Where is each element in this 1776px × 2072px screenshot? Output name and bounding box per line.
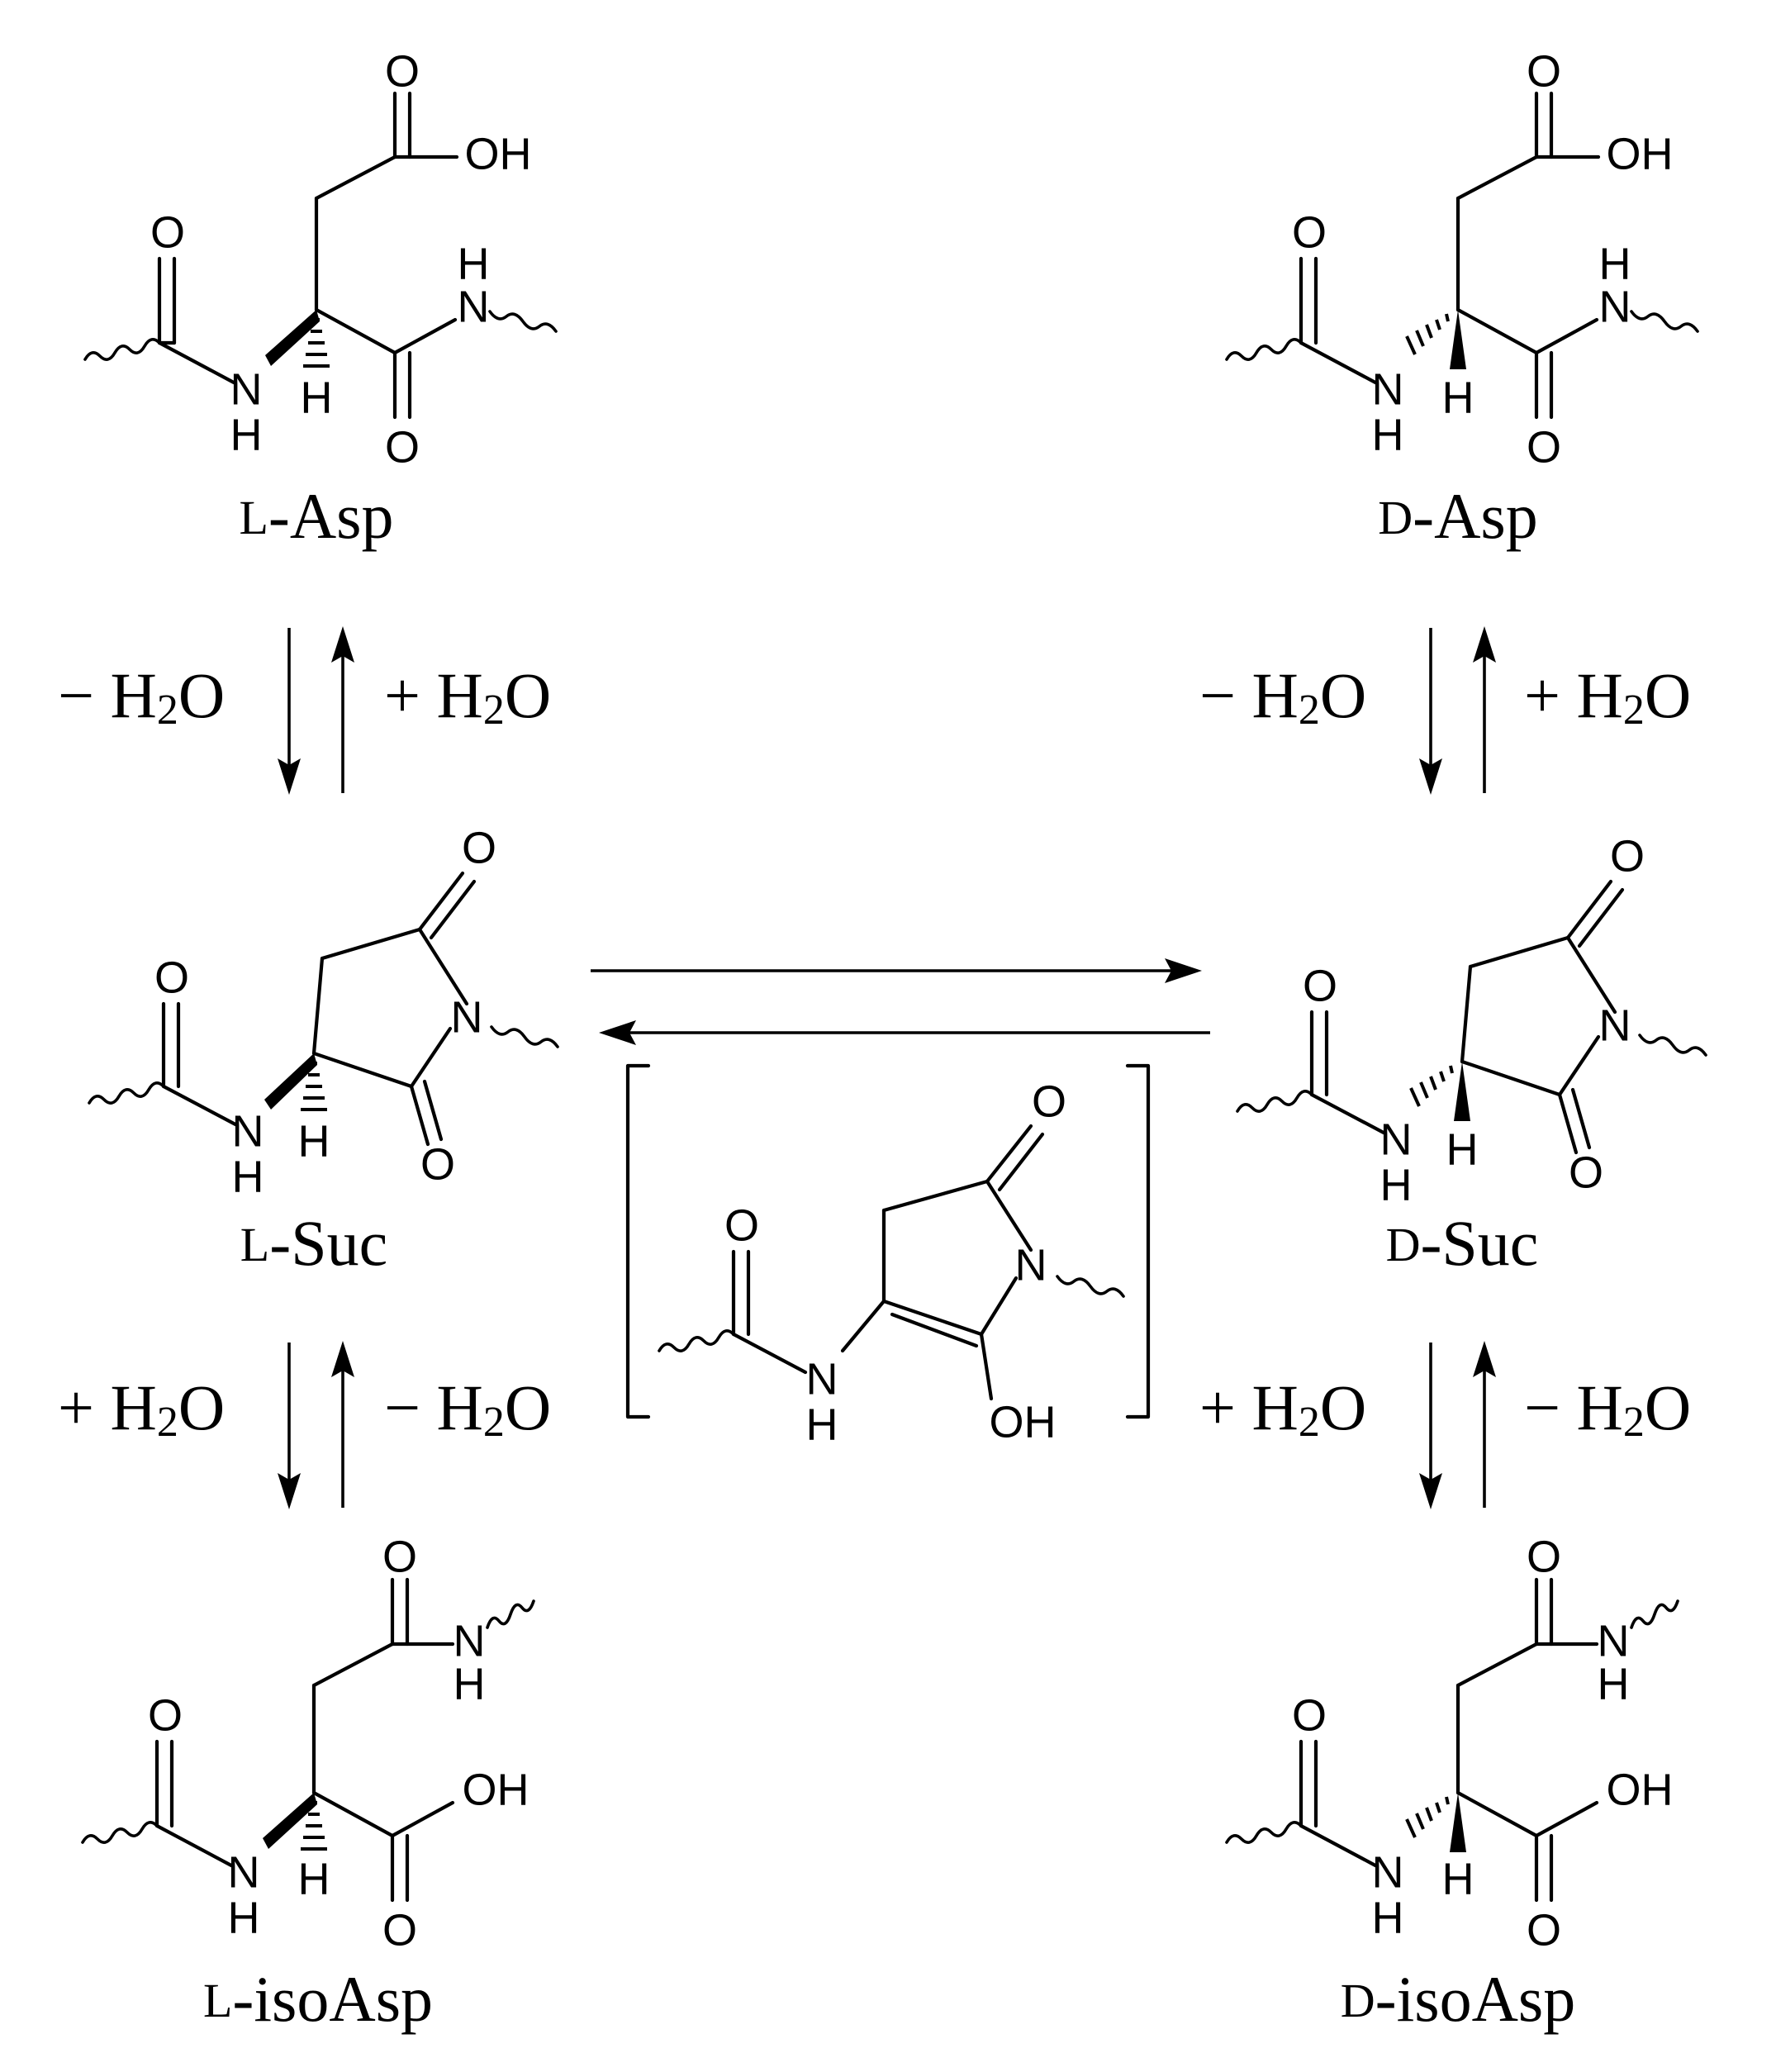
atom-h: H	[1446, 1124, 1479, 1174]
label-l-isoasp: L-isoAsp	[203, 1963, 433, 2035]
atom-o: O	[385, 422, 420, 472]
condition-minus-water: − H2O	[1199, 659, 1366, 734]
atom-o: O	[1292, 207, 1327, 257]
atom-h: H	[458, 239, 490, 288]
atom-o: O	[382, 1532, 417, 1581]
label-d-asp: D-Asp	[1378, 480, 1538, 552]
atom-h: H	[232, 1152, 264, 1201]
atom-oh: OH	[1607, 129, 1674, 178]
atom-h: H	[453, 1659, 486, 1708]
equilibrium-arrow-d-asp-suc	[1419, 626, 1496, 795]
atom-n: N	[1598, 1616, 1630, 1666]
atom-h: H	[298, 1116, 330, 1166]
bracket-right	[1125, 1063, 1151, 1419]
label-l-asp: L-Asp	[239, 480, 393, 552]
condition-plus-water: + H2O	[58, 1371, 225, 1446]
atom-o: O	[1527, 1905, 1561, 1955]
atom-n: N	[1599, 282, 1631, 331]
atom-n: N	[458, 282, 490, 331]
atom-o: O	[724, 1200, 759, 1250]
atom-n: N	[232, 1106, 264, 1156]
atom-h: H	[301, 373, 333, 422]
atom-h: H	[1442, 373, 1474, 422]
condition-plus-water: + H2O	[1199, 1371, 1366, 1446]
atom-n: N	[1380, 1114, 1413, 1164]
atom-h: H	[298, 1854, 330, 1903]
atom-o: O	[382, 1905, 417, 1955]
atom-o: O	[150, 207, 185, 257]
atom-h: H	[230, 410, 263, 459]
intermediate-brackets	[625, 1063, 1151, 1419]
d-isoasp-structure: O N H H O OH O N H	[1225, 1532, 1679, 1955]
atom-n: N	[451, 992, 483, 1042]
atom-oh: OH	[1607, 1765, 1674, 1814]
atom-oh: OH	[465, 129, 532, 178]
atom-o: O	[1527, 422, 1561, 472]
l-isoasp-structure: O N H H O OH O N H	[81, 1532, 535, 1955]
atom-h: H	[1599, 239, 1631, 288]
atom-n: N	[1015, 1240, 1047, 1290]
atom-oh: OH	[463, 1765, 529, 1814]
label-l-suc: L-Suc	[240, 1207, 387, 1279]
atom-n: N	[228, 1847, 260, 1897]
atom-h: H	[1372, 1893, 1404, 1942]
atom-n: N	[1372, 1847, 1404, 1897]
equilibrium-arrow-l-suc-isoasp	[278, 1341, 354, 1509]
atom-n: N	[453, 1616, 486, 1666]
condition-minus-water: − H2O	[1524, 1371, 1691, 1446]
atom-o: O	[1569, 1148, 1603, 1197]
l-suc-structure: O N H H N O O	[88, 823, 559, 1201]
condition-minus-water: − H2O	[384, 1371, 551, 1446]
label-d-suc: D-Suc	[1386, 1207, 1539, 1279]
enol-intermediate-structure: O N H N O OH	[658, 1076, 1125, 1449]
atom-o: O	[154, 953, 189, 1002]
condition-plus-water: + H2O	[384, 659, 551, 734]
atom-h: H	[228, 1893, 260, 1942]
atom-o: O	[420, 1139, 455, 1189]
d-suc-structure: O N H H N O O	[1236, 831, 1707, 1209]
atom-n: N	[230, 364, 263, 414]
atom-n: N	[1372, 364, 1404, 414]
equilibrium-arrow-horizontal	[591, 958, 1210, 1045]
atom-o: O	[462, 823, 496, 872]
condition-minus-water: − H2O	[58, 659, 225, 734]
equilibrium-arrow-d-suc-isoasp	[1419, 1341, 1496, 1509]
atom-o: O	[1032, 1076, 1066, 1126]
atom-o: O	[385, 46, 420, 96]
atom-h: H	[1380, 1160, 1413, 1209]
atom-o: O	[148, 1690, 183, 1740]
l-asp-structure: O N H H O N H O OH	[83, 46, 558, 472]
atom-o: O	[1527, 46, 1561, 96]
atom-h: H	[1372, 410, 1404, 459]
atom-h: H	[1442, 1854, 1474, 1903]
atom-h: H	[1598, 1659, 1630, 1708]
atom-oh: OH	[990, 1397, 1057, 1447]
atom-h: H	[806, 1400, 838, 1449]
atom-o: O	[1292, 1690, 1327, 1740]
atom-o: O	[1610, 831, 1645, 881]
atom-n: N	[1599, 1000, 1631, 1050]
d-asp-structure: O N H H O N H O OH	[1225, 46, 1699, 472]
atom-o: O	[1303, 961, 1337, 1010]
atom-o: O	[1527, 1532, 1561, 1581]
bracket-left	[625, 1063, 651, 1419]
label-d-isoasp: D-isoAsp	[1341, 1963, 1576, 2035]
equilibrium-arrow-l-asp-suc	[278, 626, 354, 795]
condition-plus-water: + H2O	[1524, 659, 1691, 734]
atom-n: N	[806, 1354, 838, 1404]
